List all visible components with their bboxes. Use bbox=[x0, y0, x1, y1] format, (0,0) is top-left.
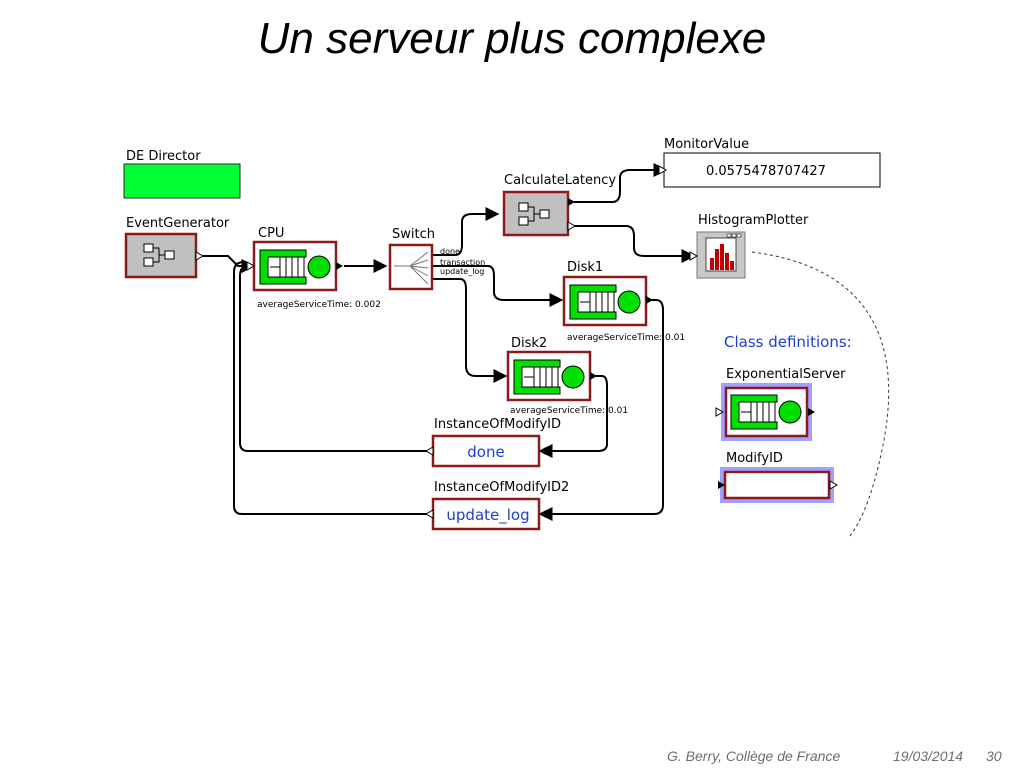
footer-date: 19/03/2014 bbox=[893, 748, 964, 764]
de-director-box[interactable] bbox=[123, 163, 241, 199]
composite-actor-icon bbox=[143, 243, 175, 267]
monitor-value-label: MonitorValue bbox=[664, 137, 749, 152]
class-definitions: Class definitions: ExponentialServer Mod… bbox=[715, 333, 852, 503]
input-port-icon bbox=[658, 165, 668, 175]
output-port-icon bbox=[336, 262, 343, 270]
disk2-parameter: averageServiceTime: 0.01 bbox=[510, 406, 628, 416]
svg-text:update_log: update_log bbox=[440, 267, 484, 276]
output-port-icon bbox=[568, 198, 575, 206]
instance-of-modify-id[interactable]: InstanceOfModifyID done bbox=[424, 417, 561, 468]
modify1-value: done bbox=[467, 443, 504, 461]
modify-id-label: ModifyID bbox=[726, 451, 783, 466]
input-port-icon bbox=[539, 510, 546, 518]
output-port-icon bbox=[195, 251, 205, 261]
footer-page-number: 30 bbox=[986, 748, 1002, 764]
queue-server-icon bbox=[569, 284, 641, 320]
event-generator[interactable]: EventGenerator bbox=[124, 216, 230, 279]
de-director-label: DE Director bbox=[126, 149, 201, 164]
output-port-icon bbox=[808, 408, 815, 416]
monitor-value-reading: 0.0575478707427 bbox=[706, 164, 826, 179]
cpu-parameter: averageServiceTime: 0.002 bbox=[257, 300, 381, 310]
footer-author: G. Berry, Collège de France bbox=[667, 748, 841, 764]
svg-text:done: done bbox=[440, 247, 460, 256]
calculate-latency[interactable]: CalculateLatency bbox=[502, 173, 616, 237]
class-definitions-arc bbox=[751, 251, 890, 537]
slide-title: Un serveur plus complexe bbox=[257, 14, 767, 63]
cpu-server[interactable]: CPU averageServiceTime: 0.002 bbox=[246, 226, 381, 310]
histogram-plotter-label: HistogramPlotter bbox=[698, 213, 809, 228]
input-port-icon bbox=[718, 481, 725, 489]
connection-lines bbox=[202, 163, 696, 521]
disk1-label: Disk1 bbox=[567, 260, 603, 275]
switch-port-labels: done transaction update_log bbox=[440, 247, 485, 276]
disk1-server[interactable]: Disk1 averageServiceTime: 0.01 bbox=[562, 260, 685, 343]
queue-server-icon bbox=[513, 359, 585, 395]
histogram-plotter[interactable]: HistogramPlotter bbox=[689, 213, 809, 279]
switch-actor[interactable]: Switch done transaction update_log bbox=[388, 227, 485, 291]
modify2-label: InstanceOfModifyID2 bbox=[434, 480, 569, 495]
exponential-server-label: ExponentialServer bbox=[726, 367, 846, 382]
instance-of-modify-id2[interactable]: InstanceOfModifyID2 update_log bbox=[424, 480, 569, 531]
cpu-label: CPU bbox=[258, 226, 284, 241]
modify-id-class[interactable]: ModifyID bbox=[718, 451, 839, 503]
switch-label: Switch bbox=[392, 227, 435, 242]
event-generator-label: EventGenerator bbox=[126, 216, 230, 231]
output-port-icon bbox=[424, 446, 434, 456]
calculate-latency-label: CalculateLatency bbox=[504, 173, 616, 188]
output-port-icon bbox=[829, 480, 839, 490]
histogram-icon bbox=[705, 233, 742, 272]
output-port-icon bbox=[590, 372, 597, 380]
monitor-value[interactable]: MonitorValue 0.0575478707427 bbox=[658, 137, 881, 188]
input-port-icon bbox=[246, 261, 256, 271]
queue-server-icon bbox=[730, 394, 802, 430]
queue-server-icon bbox=[259, 249, 331, 285]
disk2-server[interactable]: Disk2 averageServiceTime: 0.01 bbox=[506, 336, 628, 416]
class-definitions-label: Class definitions: bbox=[724, 333, 852, 351]
exponential-server-class[interactable]: ExponentialServer bbox=[715, 367, 846, 441]
input-port-icon bbox=[539, 447, 546, 455]
output-port-icon bbox=[424, 509, 434, 519]
input-port-icon bbox=[689, 251, 699, 261]
disk2-label: Disk2 bbox=[511, 336, 547, 351]
composite-actor-icon bbox=[518, 202, 550, 226]
disk1-parameter: averageServiceTime: 0.01 bbox=[567, 333, 685, 343]
modify1-label: InstanceOfModifyID bbox=[434, 417, 561, 432]
switch-icon bbox=[394, 251, 429, 285]
input-port-icon bbox=[715, 407, 725, 417]
output-port-icon bbox=[646, 296, 653, 304]
modify2-value: update_log bbox=[446, 506, 529, 525]
svg-text:transaction: transaction bbox=[440, 258, 485, 267]
de-director[interactable]: DE Director bbox=[123, 149, 241, 199]
output-port-icon bbox=[567, 221, 577, 231]
